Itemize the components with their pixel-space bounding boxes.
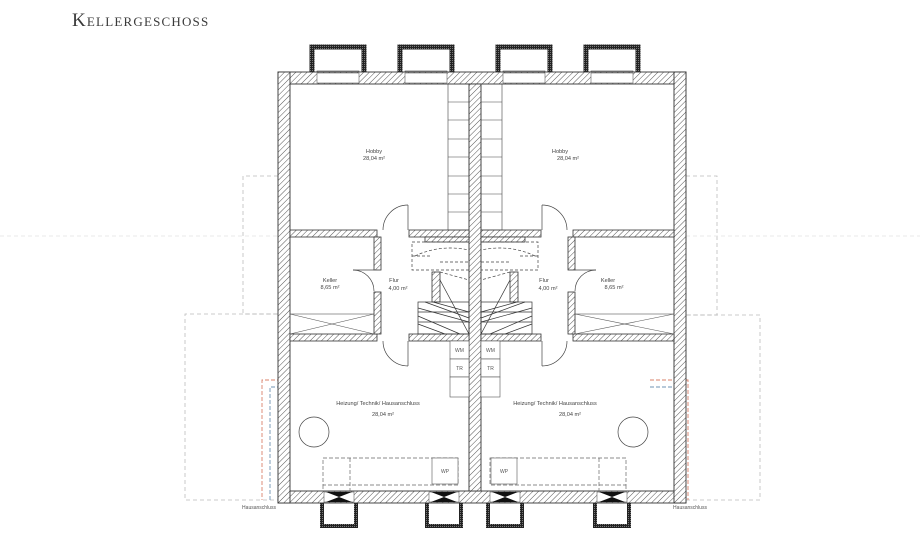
heat-pump-right: [490, 457, 518, 485]
window-openings-bottom: [323, 491, 628, 503]
room-name: Hobby: [552, 149, 568, 155]
room-area: 8,65 m²: [321, 285, 340, 291]
house-connection-label-right: Hausanschluss: [673, 505, 707, 511]
heat-pump-label: WP: [500, 469, 509, 475]
house-connection-label-left: Hausanschluss: [242, 505, 276, 511]
room-area: 28,04 m²: [363, 156, 385, 162]
dryer-label: TR: [456, 366, 463, 372]
light-well: [495, 44, 553, 76]
doors: [352, 204, 597, 367]
room-area: 4,00 m²: [389, 286, 408, 292]
light-well: [583, 44, 641, 76]
exterior-walls: [277, 71, 687, 504]
light-wells-top: [309, 44, 641, 76]
heat-pump-label: WP: [441, 469, 450, 475]
light-well: [309, 44, 367, 76]
room-name: Hobby: [366, 149, 382, 155]
storage-shelves: [289, 313, 675, 335]
room-name: Heizung/ Technik/ Hausanschluss: [513, 401, 597, 407]
room-area: 28,04 m²: [372, 412, 394, 418]
stairs-winding: [411, 241, 539, 335]
room-name: Keller: [601, 278, 615, 284]
room-area: 28,04 m²: [557, 156, 579, 162]
plan-title: Kellergeschoss: [72, 10, 210, 31]
washer-label: WM: [455, 348, 464, 354]
room-labels: Hobby 28,04 m² Hobby 28,04 m² Keller 8,6…: [321, 149, 624, 418]
heat-pump-left: [431, 457, 459, 485]
appliance-labels: WM TR WM TR WP WP: [441, 348, 509, 475]
tanks: [298, 416, 649, 448]
room-name: Heizung/ Technik/ Hausanschluss: [336, 401, 420, 407]
stairs-upper: [447, 83, 503, 231]
room-name: Flur: [389, 278, 399, 284]
exterior-outlines: [0, 175, 920, 501]
room-area: 28,04 m²: [559, 412, 581, 418]
utility-areas: [322, 457, 627, 491]
washer-label: WM: [486, 348, 495, 354]
connection-labels: Hausanschluss Hausanschluss: [242, 505, 707, 511]
dryer-label: TR: [487, 366, 494, 372]
room-area: 4,00 m²: [539, 286, 558, 292]
light-well: [397, 44, 455, 76]
laundry-appliances: [449, 340, 501, 398]
room-name: Keller: [323, 278, 337, 284]
room-area: 8,65 m²: [605, 285, 624, 291]
light-wells-bottom: [320, 503, 631, 528]
room-name: Flur: [539, 278, 549, 284]
window-openings-top: [316, 72, 634, 84]
